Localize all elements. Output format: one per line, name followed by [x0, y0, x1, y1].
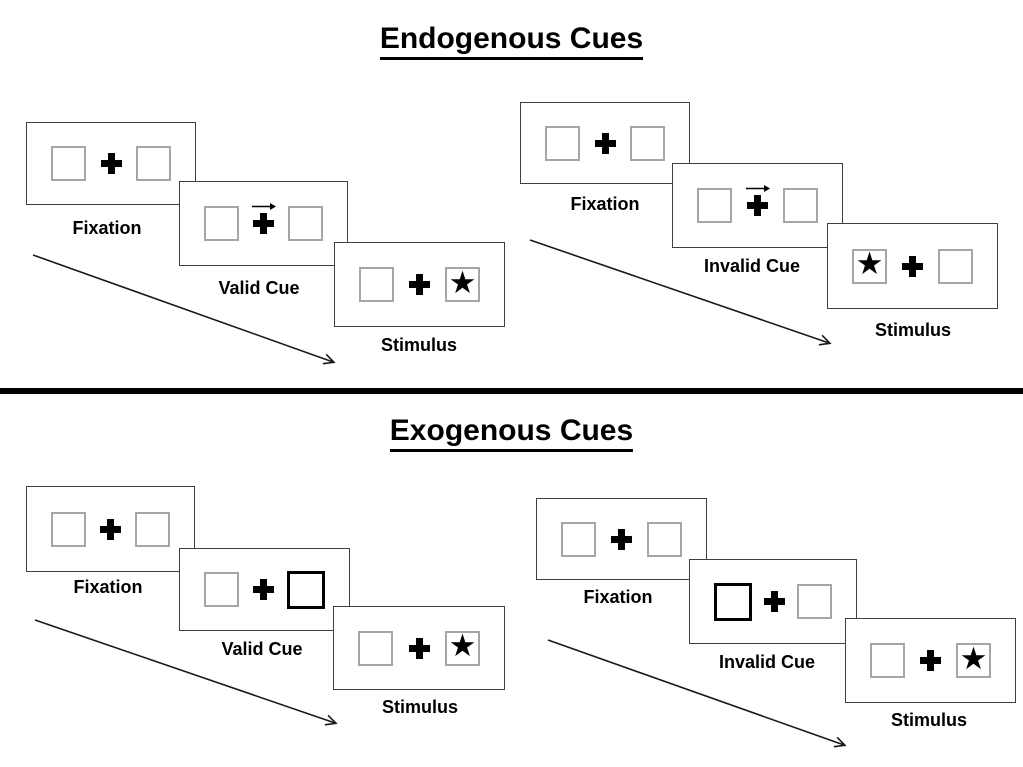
star-stimulus-icon: ★	[448, 628, 477, 664]
panel-label-stimulus: Stimulus	[874, 320, 952, 340]
right-box	[647, 521, 682, 557]
timeline-arrow-endogenous-valid	[32, 254, 336, 365]
endo-valid-stimulus-panel: ★	[334, 242, 505, 327]
timeline-arrow-exogenous-invalid	[547, 639, 847, 748]
panel-label-fixation: Fixation	[73, 577, 143, 597]
endo-valid-cue-panel	[179, 181, 348, 266]
right-box: ★	[956, 643, 991, 678]
right-box	[135, 511, 170, 547]
left-box	[204, 206, 239, 241]
fixation-cross-icon	[747, 195, 768, 216]
fixation-cross-icon	[764, 591, 785, 612]
fixation-cross-wrap	[252, 579, 274, 600]
fixation-cross-wrap	[746, 185, 770, 216]
panel-label-stimulus: Stimulus	[381, 697, 459, 717]
fixation-cross-icon	[594, 132, 616, 154]
fixation-cross-wrap	[100, 518, 121, 540]
section-divider	[0, 388, 1023, 394]
fixation-cross-wrap	[611, 528, 632, 550]
left-box	[870, 643, 905, 678]
right-box: ★	[445, 628, 480, 666]
fixation-cross-wrap	[902, 255, 923, 277]
right-box	[783, 188, 818, 223]
fixation-cross-icon	[100, 153, 122, 174]
fixation-cross-wrap	[409, 274, 430, 295]
exo-valid-stimulus-panel: ★	[333, 606, 505, 690]
panel-label-fixation: Fixation	[570, 194, 640, 214]
section-title-exogenous: Exogenous Cues	[0, 414, 1023, 452]
right-arrow-icon	[746, 185, 770, 192]
left-box	[51, 146, 86, 181]
right-box	[136, 146, 171, 181]
left-box	[204, 572, 239, 607]
panel-label-fixation: Fixation	[583, 587, 653, 607]
fixation-cross-icon	[409, 274, 430, 295]
fixation-cross-icon	[408, 637, 430, 659]
exo-valid-cue-panel	[179, 548, 350, 631]
exo-invalid-cue-panel	[689, 559, 857, 644]
right-box: ★	[445, 267, 480, 302]
exo-valid-fixation-panel	[26, 486, 195, 572]
fixation-cross-wrap	[764, 591, 785, 612]
fixation-cross-icon	[253, 213, 274, 234]
right-box	[797, 584, 832, 619]
right-box	[630, 125, 665, 161]
star-stimulus-icon: ★	[959, 640, 988, 677]
timeline-arrow-exogenous-valid	[34, 619, 338, 726]
timeline-arrow-endogenous-invalid	[529, 239, 832, 346]
panel-label-cue: Invalid Cue	[718, 652, 816, 672]
fixation-cross-icon	[920, 650, 941, 671]
endo-valid-fixation-panel	[26, 122, 196, 205]
fixation-cross-icon	[902, 255, 923, 277]
left-box	[545, 125, 580, 161]
fixation-cross-wrap	[252, 203, 276, 234]
exo-invalid-fixation-panel	[536, 498, 707, 580]
panel-label-cue: Valid Cue	[218, 278, 300, 298]
left-box	[51, 511, 86, 547]
star-stimulus-icon: ★	[448, 264, 477, 301]
left-box	[358, 630, 393, 666]
left-box: ★	[852, 246, 887, 284]
fixation-cross-wrap	[100, 153, 122, 174]
fixation-cross-icon	[611, 528, 632, 550]
panel-label-stimulus: Stimulus	[890, 710, 968, 730]
panel-label-cue: Valid Cue	[221, 639, 303, 659]
endo-invalid-cue-panel	[672, 163, 843, 248]
star-stimulus-icon: ★	[855, 246, 884, 282]
endo-invalid-stimulus-panel: ★	[827, 223, 998, 309]
fixation-cross-wrap	[594, 132, 616, 154]
panel-label-cue: Invalid Cue	[703, 256, 801, 276]
fixation-cross-icon	[100, 518, 121, 540]
fixation-cross-wrap	[920, 650, 941, 671]
endo-invalid-fixation-panel	[520, 102, 690, 184]
panel-label-stimulus: Stimulus	[380, 335, 458, 355]
section-title-endogenous-text: Endogenous Cues	[379, 22, 644, 60]
section-title-exogenous-text: Exogenous Cues	[389, 414, 634, 452]
left-box-highlighted	[714, 582, 752, 621]
section-title-endogenous: Endogenous Cues	[0, 22, 1023, 60]
left-box	[697, 188, 732, 223]
left-box	[359, 267, 394, 302]
right-box	[938, 248, 973, 284]
right-box	[288, 206, 323, 241]
panel-label-fixation: Fixation	[72, 218, 142, 238]
exo-invalid-stimulus-panel: ★	[845, 618, 1016, 703]
right-arrow-icon	[252, 203, 276, 210]
fixation-cross-icon	[252, 579, 274, 600]
left-box	[561, 521, 596, 557]
right-box-highlighted	[287, 570, 325, 609]
fixation-cross-wrap	[408, 637, 430, 659]
